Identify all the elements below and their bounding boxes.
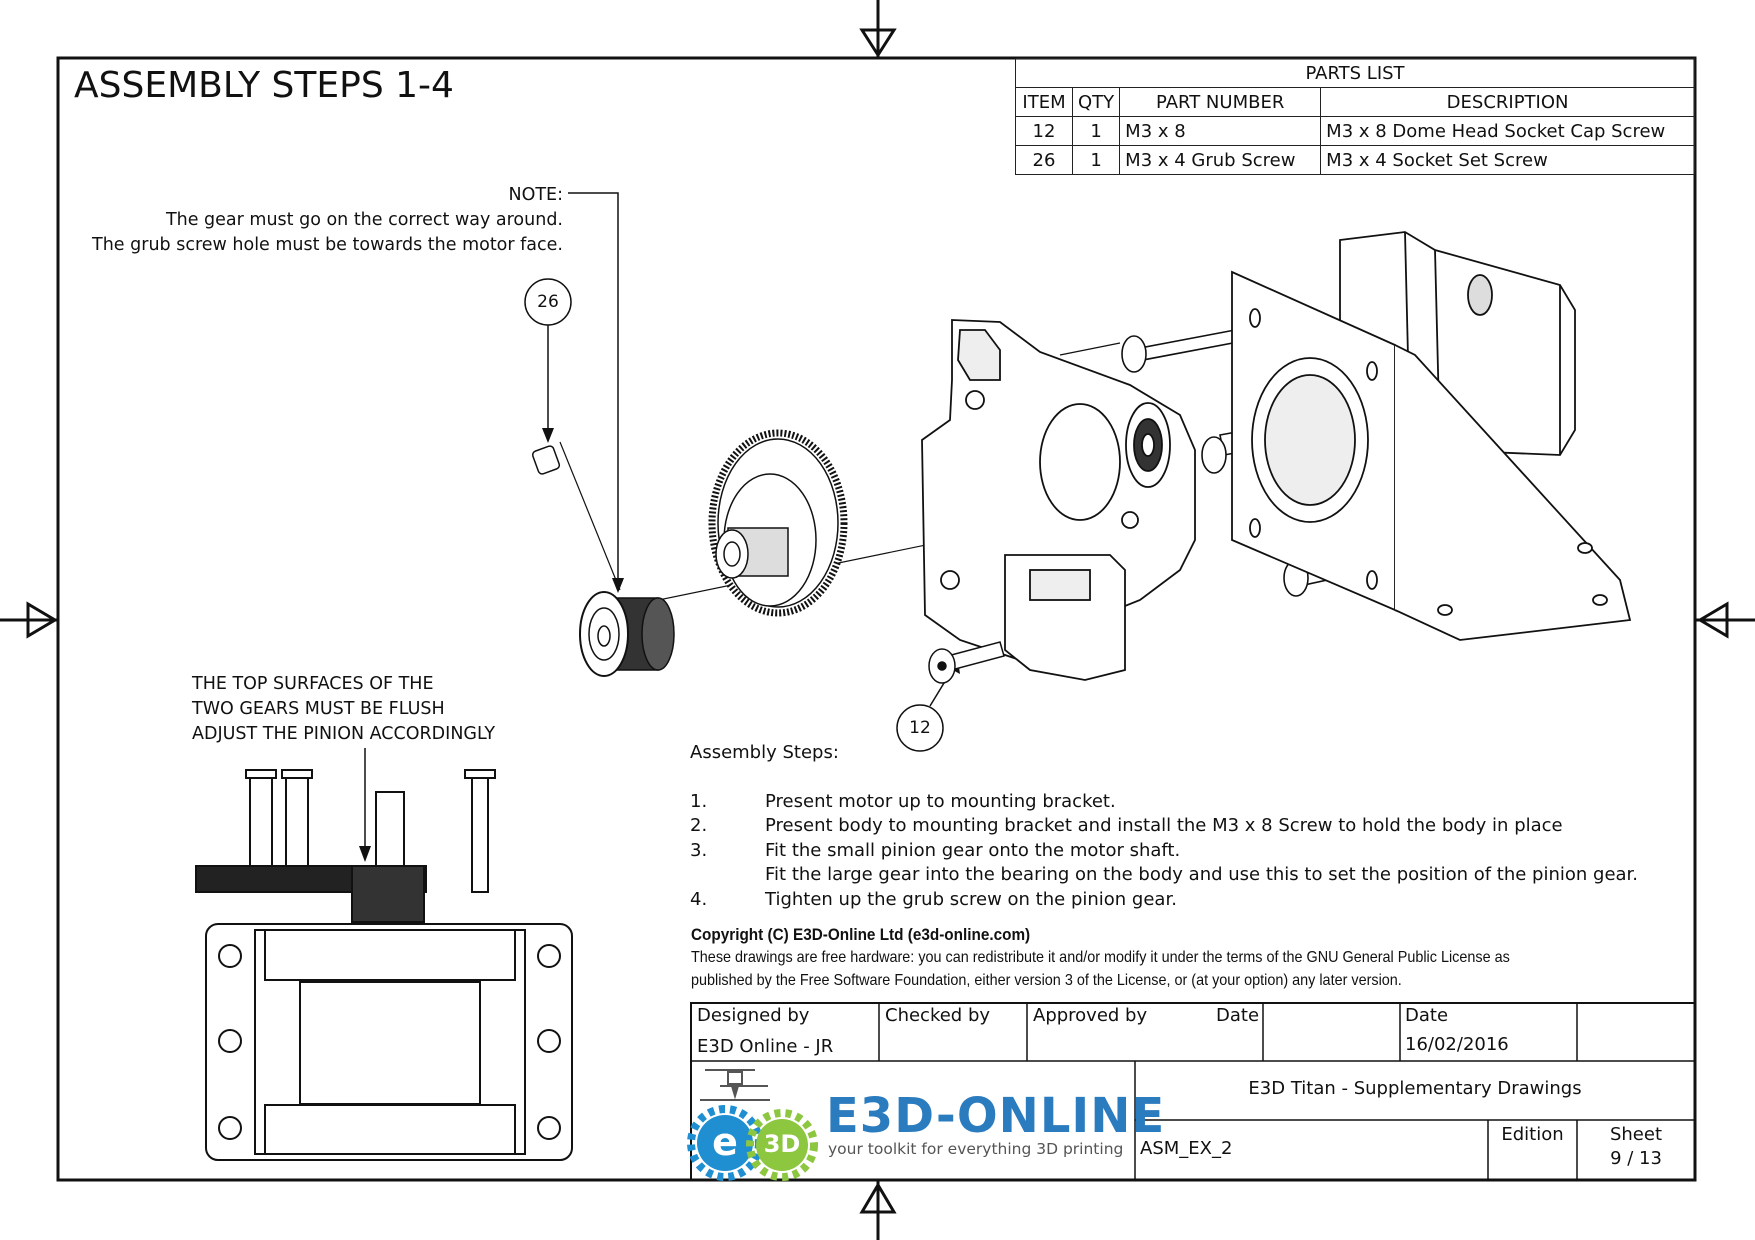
step-text: Present motor up to mounting bracket. — [765, 790, 1116, 812]
cell-item: 26 — [1015, 145, 1073, 175]
header-item: ITEM — [1015, 87, 1073, 117]
title-block-frame — [690, 1002, 1696, 1181]
step-text: Tighten up the grub screw on the pinion … — [765, 888, 1177, 910]
cell-part-number: M3 x 4 Grub Screw — [1119, 145, 1322, 175]
large-gear-part — [708, 429, 848, 617]
copyright-line-2: published by the Free Software Foundatio… — [691, 972, 1402, 989]
parts-list-title: PARTS LIST — [1015, 58, 1695, 88]
logo-badge-e: e — [712, 1120, 738, 1164]
logo-badge-3d: 3D — [763, 1130, 801, 1158]
designed-by-label: Designed by — [697, 1005, 810, 1026]
grub-screw-part — [531, 445, 561, 475]
drawing-number: ASM_EX_2 — [1140, 1138, 1233, 1159]
header-qty: QTY — [1071, 87, 1121, 117]
cell-description: M3 x 8 Dome Head Socket Cap Screw — [1320, 116, 1695, 146]
extruder-body-part — [921, 319, 1196, 681]
logo-brand: E3D-ONLINE — [826, 1088, 1166, 1144]
flush-note-line-1: THE TOP SURFACES OF THE — [192, 674, 434, 694]
m3x8-screw-part — [928, 641, 1005, 684]
checked-by-label: Checked by — [885, 1005, 991, 1026]
step-number: 3. — [690, 839, 708, 861]
table-row: 26 1 M3 x 4 Grub Screw M3 x 4 Socket Set… — [1015, 145, 1695, 175]
copyright-notice: Copyright (C) E3D-Online Ltd (e3d-online… — [691, 925, 1631, 993]
cell-qty: 1 — [1071, 116, 1121, 146]
approval-date-label: Date — [1216, 1005, 1260, 1026]
designed-by-value: E3D Online - JR — [697, 1036, 834, 1057]
step-number: 4. — [690, 888, 708, 910]
step-number: 2. — [690, 815, 708, 836]
note-line-2: The grub screw hole must be towards the … — [92, 235, 563, 255]
copyright-heading: Copyright (C) E3D-Online Ltd (e3d-online… — [691, 925, 1031, 944]
flush-note-line-3: ADJUST THE PINION ACCORDINGLY — [192, 724, 496, 744]
e3d-logo-mark — [687, 1069, 818, 1181]
gear-orientation-note: NOTE: The gear must go on the correct wa… — [92, 183, 563, 258]
date-value: 16/02/2016 — [1405, 1034, 1509, 1055]
drawing-title: E3D Titan - Supplementary Drawings — [1248, 1078, 1582, 1099]
note-label: NOTE: — [508, 185, 563, 205]
cell-item: 12 — [1015, 116, 1073, 146]
approved-by-label: Approved by — [1033, 1005, 1148, 1026]
copyright-line-1: These drawings are free hardware: you ca… — [691, 949, 1510, 966]
list-item: 4. Tighten up the grub screw on the pinio… — [690, 888, 1638, 913]
flush-gears-note: THE TOP SURFACES OF THE TWO GEARS MUST B… — [192, 672, 495, 747]
list-item: 2. Present body to mounting bracket and i… — [690, 814, 1638, 839]
list-item: 3. Fit the small pinion gear onto the mot… — [690, 839, 1638, 864]
mounting-bracket-part — [1231, 270, 1632, 641]
header-description: DESCRIPTION — [1320, 87, 1695, 117]
side-view — [195, 769, 573, 1161]
cell-description: M3 x 4 Socket Set Screw — [1320, 145, 1695, 175]
step-number: 1. — [690, 790, 708, 812]
logo-tagline: your toolkit for everything 3D printing — [828, 1140, 1124, 1158]
note-line-1: The gear must go on the correct way arou… — [165, 210, 563, 230]
date-label: Date — [1405, 1005, 1449, 1026]
callout-12: 12 — [909, 718, 931, 738]
step-number — [690, 863, 765, 888]
assembly-steps: Assembly Steps: 1. Present motor up to mo… — [690, 741, 1638, 912]
parts-list-table: PARTS LIST ITEM QTY PART NUMBER DESCRIPT… — [1015, 58, 1695, 175]
header-part-number: PART NUMBER — [1119, 87, 1322, 117]
list-item: 1. Present motor up to mounting bracket. — [690, 790, 1638, 815]
step-text: Fit the large gear into the bearing on t… — [765, 864, 1639, 885]
callout-26: 26 — [537, 292, 559, 312]
edition-label: Edition — [1501, 1124, 1564, 1145]
list-item: Fit the large gear into the bearing on t… — [690, 863, 1638, 888]
pinion-gear-part — [579, 591, 675, 677]
cell-qty: 1 — [1071, 145, 1121, 175]
step-text: Present body to mounting bracket and ins… — [765, 815, 1563, 836]
parts-list-header: ITEM QTY PART NUMBER DESCRIPTION — [1015, 87, 1695, 117]
flush-note-line-2: TWO GEARS MUST BE FLUSH — [192, 699, 445, 719]
sheet-value: 9 / 13 — [1610, 1148, 1662, 1169]
callout-bubble-12 — [896, 704, 944, 752]
page-title: ASSEMBLY STEPS 1-4 — [74, 65, 454, 106]
table-row: 12 1 M3 x 8 M3 x 8 Dome Head Socket Cap … — [1015, 116, 1695, 146]
step-text: Fit the small pinion gear onto the motor… — [765, 839, 1181, 861]
cell-part-number: M3 x 8 — [1119, 116, 1322, 146]
sheet-label: Sheet — [1609, 1124, 1663, 1145]
assembly-heading: Assembly Steps: — [690, 742, 839, 763]
